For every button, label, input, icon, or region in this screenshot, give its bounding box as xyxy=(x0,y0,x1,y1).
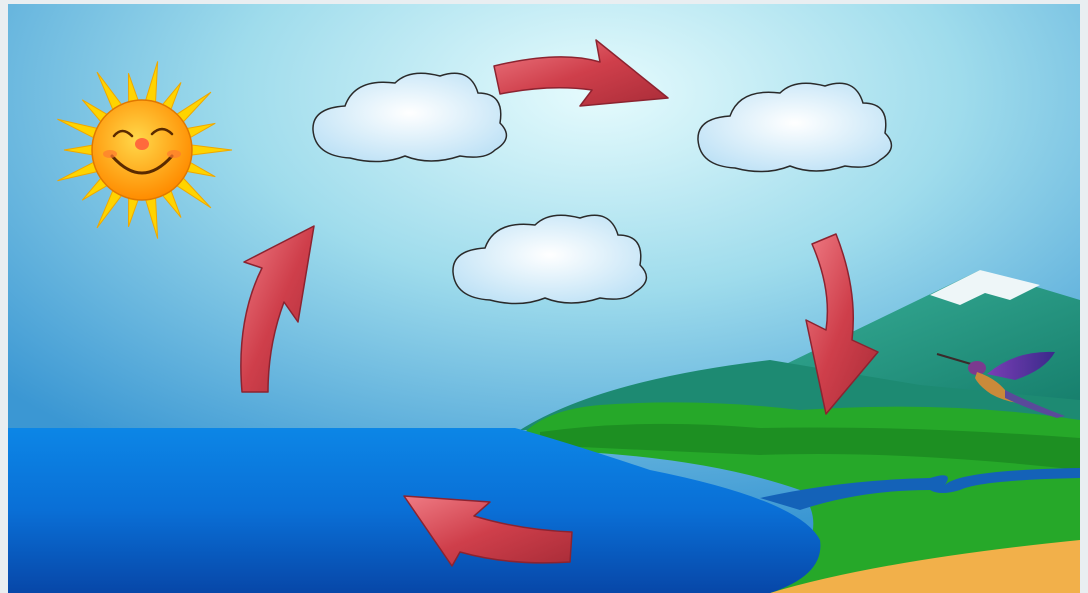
river xyxy=(760,468,1080,510)
beach xyxy=(770,540,1080,593)
precipitation-arrow xyxy=(805,233,879,415)
land xyxy=(518,402,1080,593)
collection-arrow xyxy=(403,495,573,567)
condensation-arrow xyxy=(493,39,669,107)
cloud xyxy=(452,214,648,305)
cloud xyxy=(312,72,508,163)
cloud xyxy=(697,82,893,173)
hummingbird-icon xyxy=(936,351,1065,418)
evaporation-arrow xyxy=(240,225,315,393)
smiling-sun-icon xyxy=(57,61,233,239)
